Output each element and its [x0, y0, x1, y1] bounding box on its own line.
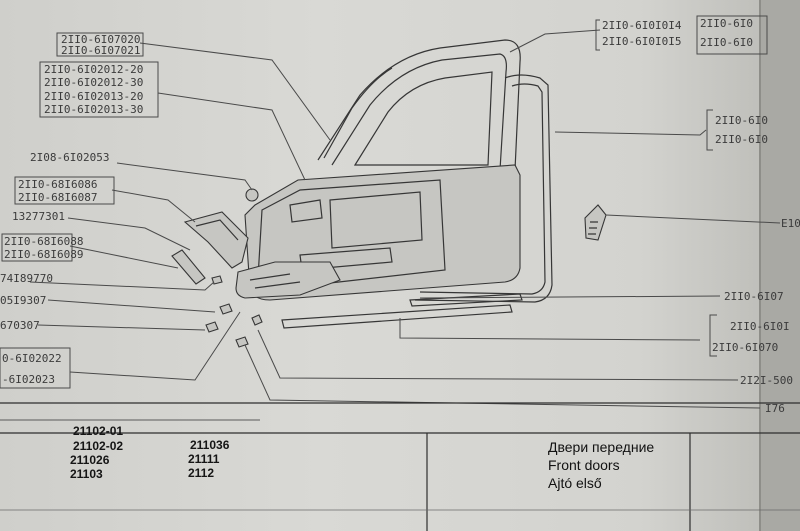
door-window-frame	[317, 39, 521, 171]
callout-label: 2I08-6I02053	[30, 151, 109, 164]
callout-label: 2II0-6I02012-20	[44, 63, 143, 76]
callout-label: 2II0-6I07021	[61, 44, 140, 57]
callout-brackets	[0, 15, 768, 389]
callout-label: 05I9307	[0, 294, 46, 307]
callout-label: 2II0-6I0	[715, 133, 768, 146]
right-callouts: 2II0-6I0I0I4 2II0-6I0I0I5 2II0-6I0 2II0-…	[602, 17, 800, 415]
callout-label: 670307	[0, 319, 40, 332]
callout-label: 2II0-6I070	[712, 341, 778, 354]
caption-russian: Двери передние	[548, 439, 654, 455]
door-seal	[414, 74, 553, 303]
armrest-pocket	[235, 261, 341, 299]
model-code: 21103	[70, 467, 103, 481]
model-code: 2112	[188, 466, 214, 480]
caption-english: Front doors	[548, 457, 620, 473]
clip	[245, 188, 259, 202]
model-code: 211026	[70, 453, 110, 467]
left-callouts: 2II0-6I07020 2II0-6I07021 2II0-6I02012-2…	[0, 33, 143, 386]
callout-label: 2II0-6I02012-30	[44, 76, 143, 89]
callout-label: 2II0-6I0I0I5	[602, 35, 681, 48]
callout-label: 74I89770	[0, 272, 53, 285]
window-seal	[323, 67, 393, 159]
model-code: 21111	[188, 452, 220, 466]
callout-label: -6I02023	[2, 373, 55, 386]
callout-label: 2I2I-500	[740, 374, 793, 387]
callout-label: 2II0-68I6087	[18, 191, 97, 204]
leader-lines	[29, 29, 781, 409]
inner-handle	[183, 211, 249, 269]
callout-label: 0-6I02022	[2, 352, 62, 365]
callout-label: 2II0-68I6088	[4, 235, 83, 248]
model-code: 21102-02	[73, 439, 123, 453]
callout-label: 2II0-6I0	[700, 17, 753, 30]
callout-label: 2II0-6I0I	[730, 320, 790, 333]
door-moulding	[281, 304, 513, 329]
page-edge	[760, 0, 800, 531]
callout-label: 2II0-68I6089	[4, 248, 83, 261]
callout-label: 2II0-6I02013-20	[44, 90, 143, 103]
model-code: 211036	[190, 438, 230, 452]
callout-label: 2II0-6I02013-30	[44, 103, 143, 116]
callout-label: I76	[765, 402, 785, 415]
callout-label: 2II0-6I0	[715, 114, 768, 127]
callout-label: 2II0-6I07020	[61, 33, 140, 46]
callout-label: 2II0-6I07	[724, 290, 784, 303]
callout-label: 2II0-6I0	[700, 36, 753, 49]
callout-label: 2II0-68I6086	[18, 178, 97, 191]
callout-label: 2II0-6I0I0I4	[602, 19, 682, 32]
door-drawing	[171, 39, 607, 348]
handle-cover	[171, 249, 206, 285]
caption-hungarian: Ajtó első	[548, 475, 602, 491]
footer-table: 21102-01 21102-02 211026 21103 211036 21…	[0, 402, 800, 531]
model-code: 21102-01	[73, 424, 123, 438]
callout-label: E10	[781, 217, 800, 230]
callout-label: 13277301	[12, 210, 65, 223]
